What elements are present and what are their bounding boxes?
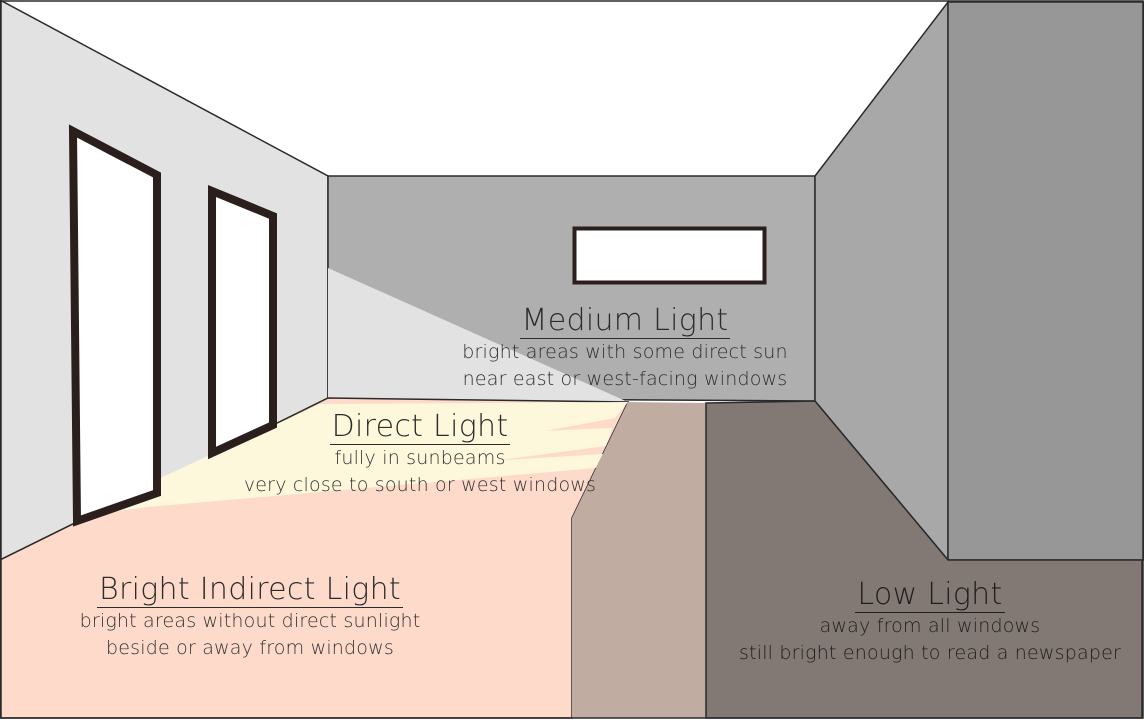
direct-light-line2: very close to south or west windows [243,474,597,496]
left-window-2 [208,185,277,460]
bright-indirect-light-label: Bright Indirect Light bright areas witho… [40,573,460,662]
low-light-label: Low Light away from all windows still br… [720,578,1140,667]
bright-indirect-light-title: Bright Indirect Light [97,572,403,608]
right-wall-outer [947,1,1144,561]
medium-light-label: Medium Light bright areas with some dire… [430,304,820,393]
low-light-line2: still bright enough to read a newspaper [738,642,1122,664]
floor-medium [572,402,706,718]
low-light-line1: away from all windows [819,615,1041,637]
bright-indirect-light-line2: beside or away from windows [106,637,394,659]
low-light-title: Low Light [855,577,1005,613]
direct-light-title: Direct Light [329,409,511,445]
left-window-1 [68,124,161,527]
direct-light-label: Direct Light fully in sunbeams very clos… [215,410,625,499]
back-wall-light-patch [328,268,628,402]
back-window [572,226,767,285]
medium-light-line2: near east or west-facing windows [462,368,788,390]
medium-light-title: Medium Light [519,303,731,339]
sunbeam-3 [90,454,603,512]
direct-light-line1: fully in sunbeams [334,447,506,469]
bright-indirect-light-line1: bright areas without direct sunlight [79,610,421,632]
medium-light-line1: bright areas with some direct sun [462,341,788,363]
